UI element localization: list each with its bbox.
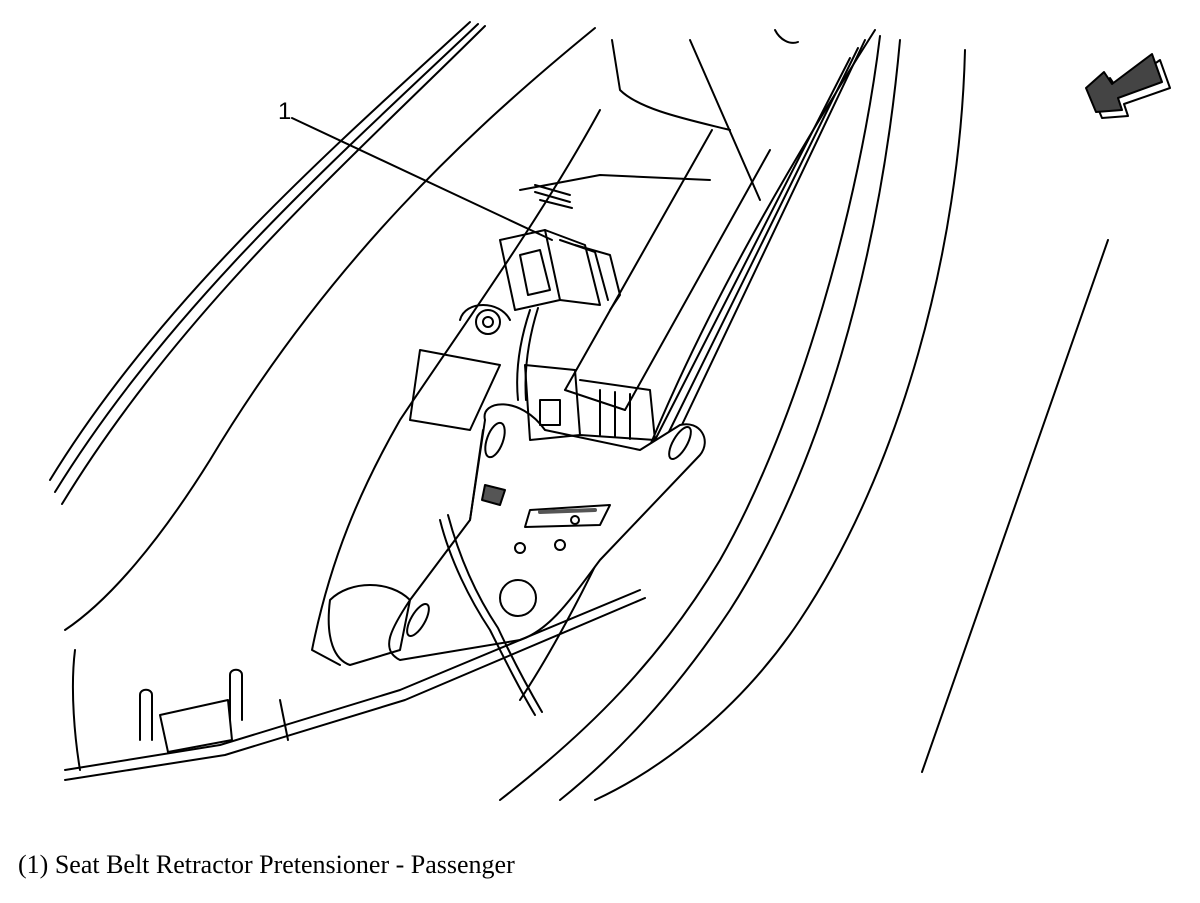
callout-number-1: 1 — [278, 98, 292, 125]
lower-pillar-pocket — [327, 349, 501, 666]
upper-trim-panel — [519, 29, 799, 201]
pretensioner-illustration — [49, 21, 1171, 801]
anchor-bolt — [459, 304, 511, 335]
door-opening-trim — [49, 21, 596, 631]
wiring-harness — [439, 307, 543, 716]
figure-caption: (1) Seat Belt Retractor Pretensioner - P… — [18, 850, 515, 879]
b-pillar-trim — [311, 29, 901, 801]
callout-leader-line — [291, 117, 553, 241]
harness-connector — [524, 364, 656, 441]
body-outer-panel — [594, 49, 1109, 801]
lower-sill-trim — [64, 589, 646, 781]
forward-arrow-icon — [1085, 53, 1171, 119]
retractor-bracket — [388, 403, 706, 661]
pretensioner-connector — [499, 184, 621, 311]
seat-belt-webbing — [564, 39, 866, 451]
